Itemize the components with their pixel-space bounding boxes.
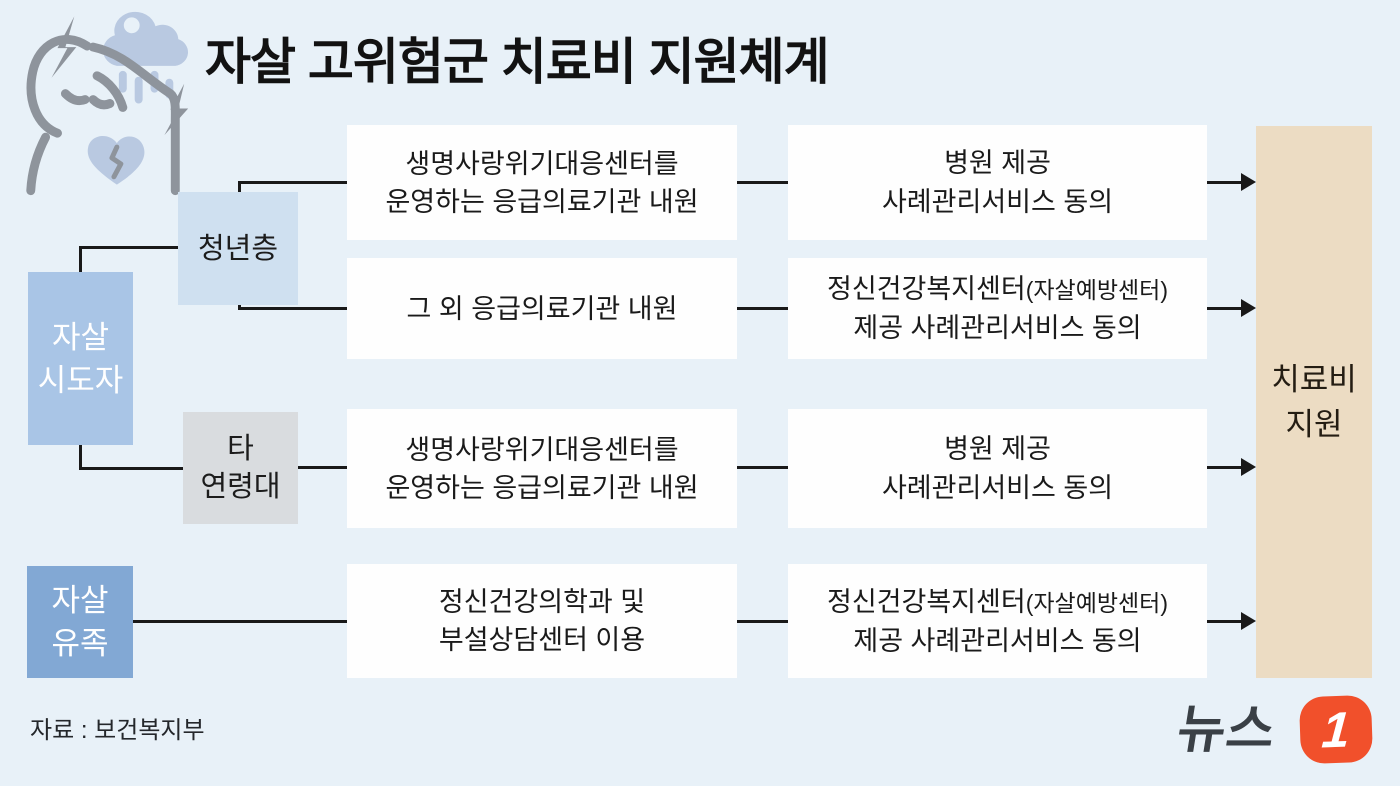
connector-row2-mid-right <box>737 307 788 310</box>
flow-box-row1-path: 생명사랑위기대응센터를 운영하는 응급의료기관 내원 <box>347 125 737 240</box>
consent-main: 병원 제공 <box>944 434 1051 464</box>
flow-box-row2-path: 그 외 응급의료기관 내원 <box>347 258 737 359</box>
person-in-rain-with-broken-heart-icon <box>26 11 189 196</box>
news1-logo: 뉴스 1 <box>1173 692 1374 770</box>
consent-main: 병원 제공 <box>944 148 1051 178</box>
result-box-treatment-cost-support: 치료비 지원 <box>1256 126 1372 678</box>
flow-text-line: 정신건강복지센터(자살예방센터) <box>827 270 1168 309</box>
age-label-line: 타 <box>227 433 254 465</box>
consent-main: 정신건강복지센터 <box>826 274 1026 304</box>
flow-text-line: 제공 사례관리서비스 동의 <box>853 313 1142 343</box>
flow-box-row1-consent: 병원 제공 사례관리서비스 동의 <box>788 125 1207 240</box>
arrow-row4-head <box>1241 612 1256 630</box>
news1-badge-icon: 1 <box>1298 694 1374 765</box>
flow-text-line: 운영하는 응급의료기관 내원 <box>385 186 699 217</box>
arrow-row3-head <box>1241 458 1256 476</box>
source-note: 자료 : 보건복지부 <box>30 717 205 744</box>
connector-row1-mid-right <box>737 181 788 184</box>
connector-attempter-youth-vertical <box>79 246 82 273</box>
consent-paren: (자살예방센터) <box>1025 277 1168 303</box>
connector-row4-mid-right <box>737 620 788 623</box>
connector-row3-mid-right <box>737 466 788 469</box>
flow-text-line: 병원 제공 <box>944 144 1051 183</box>
flow-text-line: 생명사랑위기대응센터를 <box>405 434 679 465</box>
connector-attempter-other-horizontal <box>80 467 183 470</box>
consent-main: 정신건강복지센터 <box>826 586 1026 617</box>
connector-youth-row1-horizontal <box>239 181 347 184</box>
connector-youth-row2-horizontal <box>239 307 347 310</box>
arrow-row2-head <box>1241 299 1256 317</box>
arrow-row4-line <box>1207 620 1243 623</box>
flow-text-line: 병원 제공 <box>944 430 1051 469</box>
connector-attempter-youth-horizontal <box>80 246 178 249</box>
arrow-row2-line <box>1207 307 1243 310</box>
arrow-row3-line <box>1207 466 1243 469</box>
flow-text-line: 부설상담센터 이용 <box>438 625 646 655</box>
group-box-suicide-bereaved: 자살 유족 <box>27 566 133 678</box>
flow-box-row3-consent: 병원 제공 사례관리서비스 동의 <box>788 409 1207 528</box>
arrow-row1-line <box>1207 181 1243 184</box>
consent-paren: (자살예방센터) <box>1025 589 1168 616</box>
connector-attempter-other-vertical <box>79 444 82 470</box>
page-title: 자살 고위험군 치료비 지원체계 <box>205 34 830 90</box>
age-box-youth: 청년층 <box>178 192 298 305</box>
age-label: 청년층 <box>197 232 279 265</box>
flow-text-line: 사례관리서비스 동의 <box>881 473 1114 503</box>
flow-box-row4-consent: 정신건강복지센터(자살예방센터) 제공 사례관리서비스 동의 <box>788 564 1207 678</box>
flow-text-line: 사례관리서비스 동의 <box>881 187 1114 217</box>
group-label-line: 유족 <box>51 626 109 661</box>
news1-wordmark: 뉴스 <box>1173 701 1281 759</box>
result-label-line: 지원 <box>1285 407 1343 442</box>
age-label-line: 연령대 <box>200 471 281 503</box>
group-label-line: 자살 <box>51 319 110 355</box>
flow-text-line: 생명사랑위기대응센터를 <box>405 148 679 179</box>
arrow-row1-head <box>1241 173 1256 191</box>
news1-badge-number: 1 <box>1320 700 1352 759</box>
flow-box-row4-path: 정신건강의학과 및 부설상담센터 이용 <box>347 564 737 678</box>
flow-box-row2-consent: 정신건강복지센터(자살예방센터) 제공 사례관리서비스 동의 <box>788 258 1207 359</box>
flow-text-line: 그 외 응급의료기관 내원 <box>406 293 678 324</box>
group-box-suicide-attempter: 자살 시도자 <box>28 272 133 445</box>
connector-other-row3-horizontal <box>298 466 347 469</box>
connector-bereaved-row4-horizontal <box>133 620 347 623</box>
flow-box-row3-path: 생명사랑위기대응센터를 운영하는 응급의료기관 내원 <box>347 409 737 528</box>
flow-text-line: 정신건강의학과 및 <box>438 587 646 617</box>
group-label-line: 자살 <box>51 583 109 618</box>
flow-text-line: 운영하는 응급의료기관 내원 <box>385 472 699 503</box>
age-box-other-ages: 타 연령대 <box>183 412 298 524</box>
flow-text-line: 제공 사례관리서비스 동의 <box>853 625 1142 656</box>
group-label-line: 시도자 <box>37 362 124 398</box>
flow-text-line: 정신건강복지센터(자살예방센터) <box>827 583 1168 622</box>
result-label-line: 치료비 <box>1271 362 1357 397</box>
